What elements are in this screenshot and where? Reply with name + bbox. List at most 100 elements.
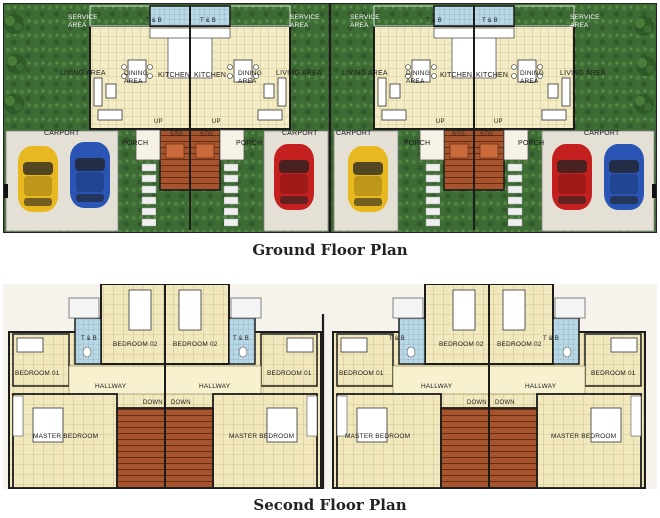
porch-label: PORCH bbox=[518, 140, 545, 147]
tree-icon bbox=[6, 54, 26, 74]
living-area-label: LIVING AREA bbox=[60, 70, 106, 77]
bed bbox=[178, 289, 202, 331]
porch-label: PORCH bbox=[404, 140, 431, 147]
second-floor-drawing bbox=[8, 284, 646, 489]
dining-area-label: DINING AREA bbox=[406, 70, 430, 85]
dining-chair bbox=[227, 64, 233, 70]
armchair bbox=[97, 109, 123, 121]
car-icon bbox=[604, 144, 644, 210]
paver bbox=[507, 207, 523, 216]
bed bbox=[16, 337, 44, 353]
master-bedroom bbox=[536, 393, 642, 489]
paver bbox=[425, 218, 441, 227]
tb-label: T & B bbox=[426, 18, 442, 24]
service-area bbox=[513, 5, 575, 27]
paver bbox=[223, 218, 239, 227]
master-bedroom bbox=[212, 393, 318, 489]
carport-label: CARPORT bbox=[336, 130, 372, 137]
dining-chair bbox=[405, 73, 411, 79]
up-label: UP bbox=[154, 119, 163, 125]
grass-strip bbox=[220, 194, 224, 230]
master-bed bbox=[356, 407, 388, 443]
paver bbox=[141, 185, 157, 194]
coffee-table bbox=[547, 83, 559, 99]
dining-table bbox=[127, 59, 147, 83]
paver bbox=[507, 218, 523, 227]
dining-table bbox=[411, 59, 431, 83]
tb-label: T & B bbox=[146, 18, 162, 24]
storage bbox=[449, 143, 469, 159]
bedroom-01-label: BEDROOM 01 bbox=[15, 370, 60, 377]
paver bbox=[507, 185, 523, 194]
dining-chair bbox=[537, 64, 543, 70]
carport-label: CARPORT bbox=[44, 130, 80, 137]
toilet-icon bbox=[238, 346, 248, 358]
dining-chair bbox=[121, 64, 127, 70]
kitchen-counter-top bbox=[433, 27, 475, 39]
wardrobe bbox=[306, 395, 318, 437]
toilet-icon bbox=[562, 346, 572, 358]
porch-label: PORCH bbox=[236, 140, 263, 147]
master-bedroom-label: MASTER BEDROOM bbox=[33, 433, 99, 440]
dining-chair bbox=[253, 73, 259, 79]
master-bed bbox=[32, 407, 64, 443]
paver bbox=[425, 174, 441, 183]
staircase bbox=[164, 407, 214, 489]
paver bbox=[223, 207, 239, 216]
kitchen-label: KITCHEN bbox=[476, 72, 509, 79]
dining-chair bbox=[405, 64, 411, 70]
toilet-icon bbox=[82, 346, 92, 358]
tb-label: T & B bbox=[200, 18, 216, 24]
kitchen-counter-top bbox=[189, 27, 231, 39]
paver bbox=[141, 196, 157, 205]
staircase bbox=[473, 129, 505, 191]
dining-table bbox=[233, 59, 253, 83]
ground-floor-drawing bbox=[4, 4, 656, 232]
balcony bbox=[554, 297, 586, 319]
bed bbox=[452, 289, 476, 331]
stg-label: STG bbox=[452, 132, 465, 138]
paver bbox=[425, 196, 441, 205]
paver bbox=[141, 163, 157, 172]
tree-icon bbox=[634, 94, 654, 114]
toilet-icon bbox=[406, 346, 416, 358]
dining-area-label: DINING AREA bbox=[238, 70, 262, 85]
kitchen-label: KITCHEN bbox=[440, 72, 473, 79]
hallway-label: HALLWAY bbox=[95, 383, 127, 390]
paver bbox=[223, 163, 239, 172]
carport-label: CARPORT bbox=[584, 130, 620, 137]
master-bedroom bbox=[336, 393, 442, 489]
stg-label: STG bbox=[200, 132, 213, 138]
sofa bbox=[93, 77, 103, 107]
bedroom-02-label: BEDROOM 02 bbox=[113, 341, 158, 348]
up-label: UP bbox=[494, 119, 503, 125]
kitchen-counter-top bbox=[473, 27, 515, 39]
master-bedroom-label: MASTER BEDROOM bbox=[551, 433, 617, 440]
tb-label: T & B bbox=[81, 336, 97, 342]
carport-label: CARPORT bbox=[282, 130, 318, 137]
sofa bbox=[561, 77, 571, 107]
up-label: UP bbox=[436, 119, 445, 125]
paver bbox=[223, 196, 239, 205]
car-icon bbox=[274, 144, 314, 210]
storage bbox=[479, 143, 499, 159]
master-bedroom-label: MASTER BEDROOM bbox=[345, 433, 411, 440]
tb-label: T & B bbox=[482, 18, 498, 24]
wardrobe bbox=[12, 395, 24, 437]
dining-chair bbox=[511, 73, 517, 79]
sofa bbox=[277, 77, 287, 107]
grass-strip bbox=[504, 194, 508, 230]
staircase bbox=[116, 407, 166, 489]
master-bed bbox=[590, 407, 622, 443]
dining-chair bbox=[511, 64, 517, 70]
hallway bbox=[392, 365, 490, 395]
upper-toilet-bath bbox=[398, 317, 426, 365]
balcony bbox=[392, 297, 424, 319]
second-floor-title: Second Floor Plan bbox=[253, 496, 407, 514]
kitchen-label: KITCHEN bbox=[158, 72, 191, 79]
tree-icon bbox=[634, 16, 654, 36]
porch bbox=[419, 129, 445, 161]
car-icon bbox=[70, 142, 110, 208]
down-label: DOWN bbox=[495, 400, 515, 406]
